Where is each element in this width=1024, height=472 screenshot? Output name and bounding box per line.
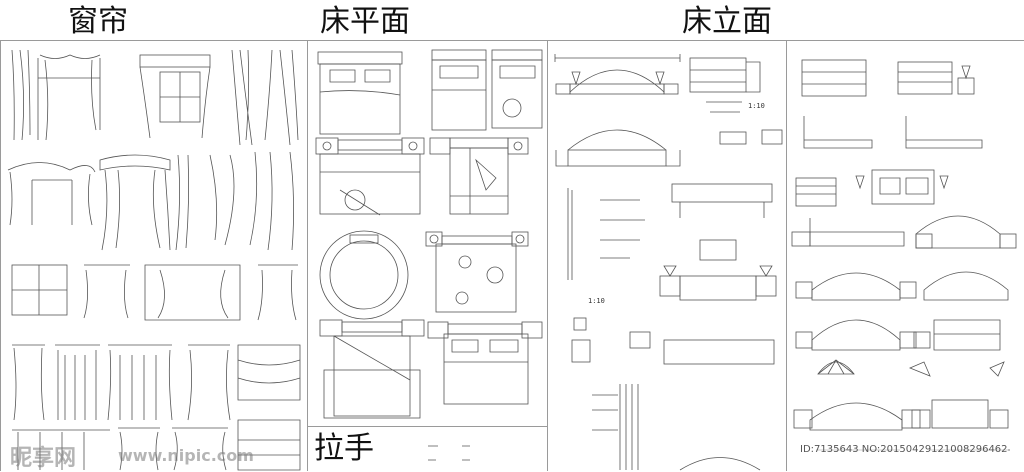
- curtain-symbol: [139, 54, 211, 139]
- handle-label: 拉手: [314, 431, 374, 466]
- handle-box-divider: [307, 426, 547, 427]
- curtain-symbol: [11, 264, 298, 321]
- bed-elevation-symbol: [817, 359, 1005, 377]
- bed-plan-symbol: [317, 51, 403, 135]
- bed-elevation-symbol: [803, 116, 983, 149]
- bed-plan-symbol: [431, 49, 487, 131]
- curtain-symbol: [12, 344, 301, 421]
- title-bed-plan: 床平面: [320, 4, 410, 39]
- bed-elevation-drawings-right: [791, 59, 1017, 451]
- bed-elevation-symbol: [689, 57, 761, 113]
- curtain-symbol: [12, 419, 301, 471]
- bed-plan-symbol: [315, 137, 425, 216]
- scale-label: 1:10: [748, 102, 765, 110]
- bed-plan-symbol: [429, 137, 529, 215]
- bed-elevation-symbol: [555, 129, 783, 167]
- bed-elevation-symbol: [795, 319, 1001, 351]
- curtain-symbol: [11, 49, 101, 141]
- bed-elevation-symbol: [801, 59, 975, 97]
- handle-mark: [428, 445, 470, 461]
- panel-divider-4: [786, 40, 787, 471]
- bed-plan-symbol: [425, 231, 529, 313]
- bed-plan-symbol: [319, 319, 425, 419]
- bed-plan-drawings: [315, 49, 543, 461]
- bed-plan-symbol: [319, 230, 409, 320]
- panel-divider-2: [307, 40, 308, 471]
- bed-elevation-symbol: [795, 169, 949, 207]
- bed-plan-symbol: [427, 321, 543, 405]
- bed-elevation-drawings: [554, 54, 783, 471]
- bed-elevation-symbol: [795, 271, 1009, 301]
- bed-elevation-symbol: [567, 183, 773, 280]
- scale-label: 1:10: [588, 297, 605, 305]
- panel-divider-1: [0, 40, 1, 471]
- watermark-id: ID:7135643 NO:20150429121008296462: [800, 444, 1008, 455]
- bed-elevation-symbol: [592, 384, 761, 471]
- watermark-logo: 昵享网: [10, 446, 77, 471]
- curtain-symbol: [7, 162, 96, 226]
- bed-plan-symbol: [491, 49, 543, 129]
- curtain-drawings: [7, 49, 301, 471]
- curtain-symbol: [231, 49, 299, 146]
- panel-divider-3: [547, 40, 548, 471]
- bed-elevation-symbol: [571, 317, 775, 365]
- watermark-site: www.nipic.com: [118, 446, 254, 465]
- frame-top-line: [0, 40, 1024, 41]
- bed-elevation-symbol: [554, 54, 681, 95]
- title-bed-elevation: 床立面: [682, 4, 772, 39]
- curtain-symbol: [99, 154, 171, 251]
- bed-elevation-symbol: [791, 215, 1017, 249]
- bed-elevation-symbol: [659, 239, 777, 301]
- title-curtains: 窗帘: [68, 4, 128, 39]
- curtain-symbol: [175, 151, 294, 251]
- bed-elevation-symbol: [793, 399, 1010, 451]
